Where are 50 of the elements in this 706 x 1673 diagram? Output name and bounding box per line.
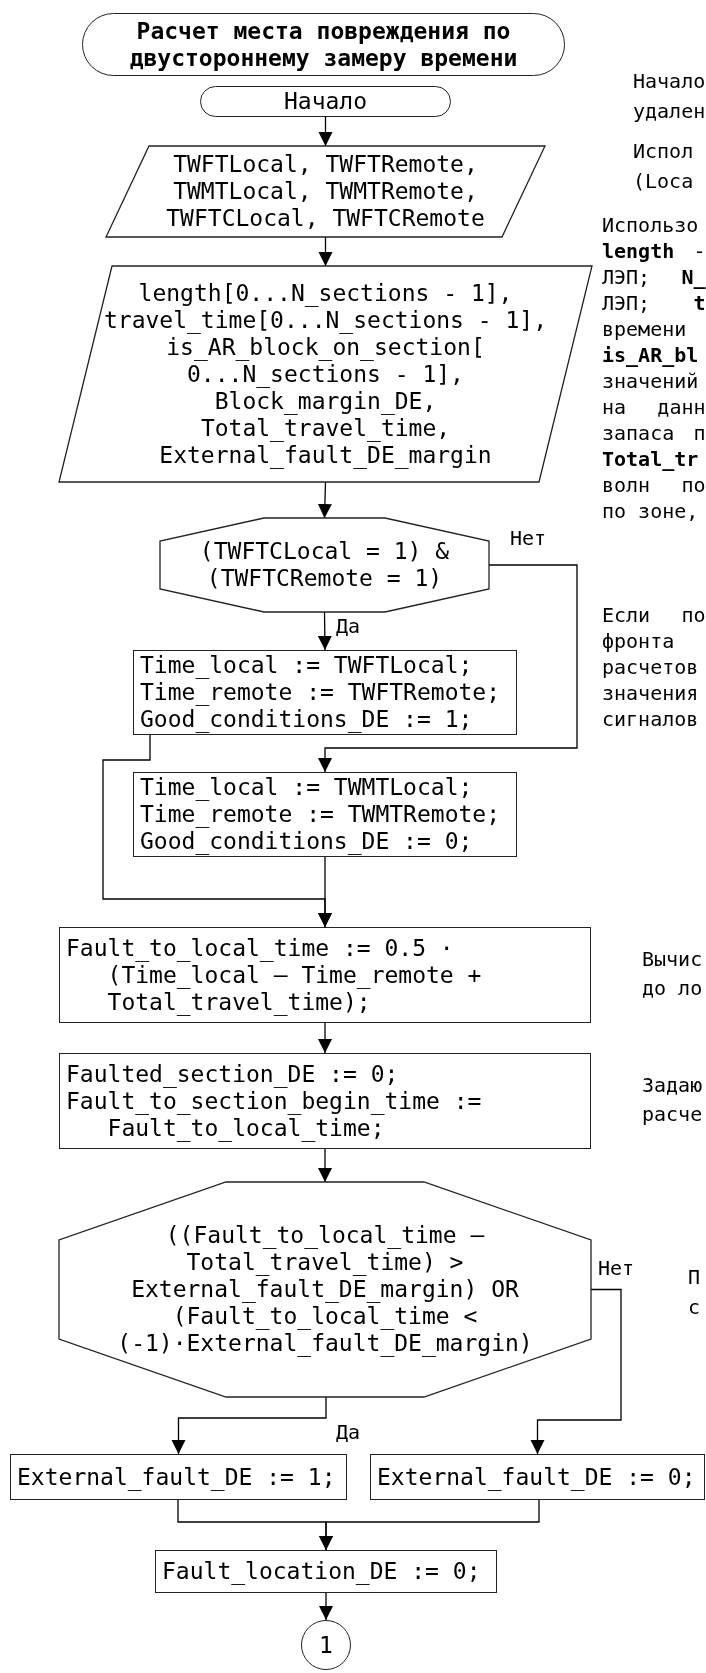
node-text: External_fault_DE := 1;: [17, 1463, 337, 1491]
note-text: Задаю расче: [642, 1072, 704, 1128]
process-box: [10, 1454, 347, 1500]
node-text: Time_remote := TWFTRemote;: [140, 679, 502, 706]
process-box: [133, 772, 517, 857]
input-parallelogram: [59, 266, 592, 482]
node-text: Time_local := TWMTLocal;: [140, 774, 474, 801]
node-text: External_fault_DE := 0;: [377, 1463, 697, 1491]
process-box: [155, 1550, 497, 1593]
node-text: Fault_location_DE := 0;: [162, 1558, 482, 1585]
arrow: [530, 1288, 622, 1455]
arrow: [318, 1022, 332, 1054]
connector-circle: [301, 1620, 351, 1670]
note-text: Начало удален: [633, 68, 706, 125]
arrow: [318, 564, 578, 773]
arrow: [171, 1396, 327, 1455]
arrow: [319, 1592, 333, 1621]
node-text: Начало: [283, 88, 368, 115]
process-box: [59, 1053, 591, 1149]
note-text: Испол (Loca: [633, 138, 695, 195]
note-text: Использо length - ЛЭП; N_ ЛЭП; t времени is_AR_bl значений на данн запаса п Total_tr волн по по зоне,: [602, 212, 706, 524]
note-text: Вычис до ло: [642, 946, 704, 1002]
node-text: Time_remote := TWMTRemote;: [140, 801, 502, 828]
process-box: [370, 1454, 705, 1500]
node-text: Fault_to_section_begin_time := Fault_to_local_time;: [66, 1087, 483, 1142]
node-text: Fault_to_local_time := 0.5 · (Time_local – Time_remote + Total_travel_time);: [66, 934, 483, 1016]
node-text: (TWFTCLocal = 1) & (TWFTCRemote = 1): [198, 538, 451, 592]
arrow: [318, 1148, 332, 1183]
node-text: TWFTLocal, TWFTRemote, TWMTLocal, TWMTRemote, TWFTCLocal, TWFTCRemote: [165, 151, 486, 232]
node-text: 1: [319, 1631, 333, 1659]
arrow: [319, 1499, 540, 1551]
node-text: Расчет места повреждения по двустороннему замеру времени: [128, 17, 519, 72]
process-box: [59, 927, 591, 1023]
note-text: П с: [688, 1264, 702, 1321]
node-text: Good_conditions_DE := 1;: [140, 706, 474, 733]
node-text: length[0...N_sections - 1], travel_time[0...N_sections - 1], is_AR_block_on_section[ 0...N_sections - 1], Block_margin_DE, Total_travel_time, External_fault_DE_margin: [102, 279, 549, 469]
arrow: [317, 611, 332, 651]
node-text: Faulted_section_DE := 0;: [66, 1060, 400, 1088]
node-text: Good_conditions_DE := 0;: [140, 828, 474, 855]
decision-hexagon: [160, 518, 489, 612]
note-text: Если по фронта расчетов значения сигналов: [602, 602, 706, 732]
node-text: Time_local := TWFTLocal;: [140, 652, 474, 679]
arrow: [318, 236, 333, 267]
arrow: [317, 481, 332, 519]
node-text: ((Fault_to_local_time – Total_travel_time) > External_fault_DE_margin) OR (Fault_to_local_time < (-1)·External_fault_DE_margin): [116, 1222, 534, 1357]
input-parallelogram: [106, 146, 545, 237]
arrow: [318, 856, 332, 928]
decision-hexagon: [59, 1182, 591, 1397]
arrow: [318, 116, 333, 147]
process-box: [133, 650, 517, 735]
